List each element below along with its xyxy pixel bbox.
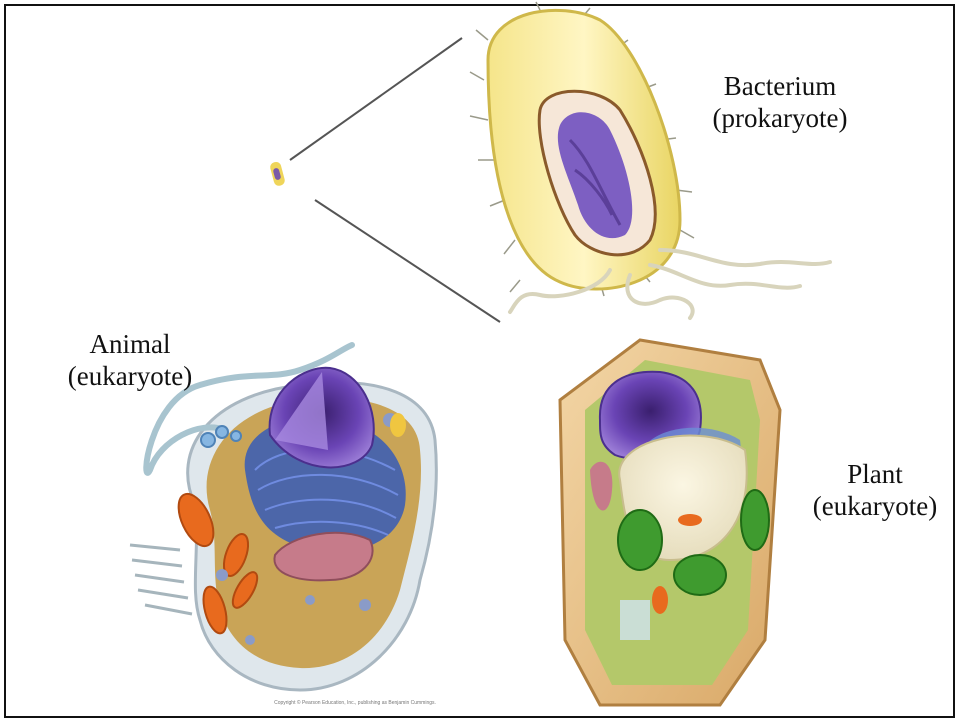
bacterium-label: Bacterium (prokaryote) [700, 70, 860, 134]
animal-cell-drawing [130, 345, 436, 690]
plant-name: Plant [795, 458, 955, 490]
plant-cell-drawing [560, 340, 780, 705]
tiny-bacterium [269, 161, 286, 187]
animal-type: (eukaryote) [45, 360, 215, 392]
bacterium-type: (prokaryote) [700, 102, 860, 134]
animal-name: Animal [45, 328, 215, 360]
animal-label: Animal (eukaryote) [45, 328, 215, 392]
zoom-lines [290, 38, 500, 322]
plant-type: (eukaryote) [795, 490, 955, 522]
plant-label: Plant (eukaryote) [795, 458, 955, 522]
bacterium-drawing [470, 2, 830, 318]
bacterium-name: Bacterium [700, 70, 860, 102]
copyright-credit: Copyright © Pearson Education, Inc., pub… [190, 700, 520, 706]
